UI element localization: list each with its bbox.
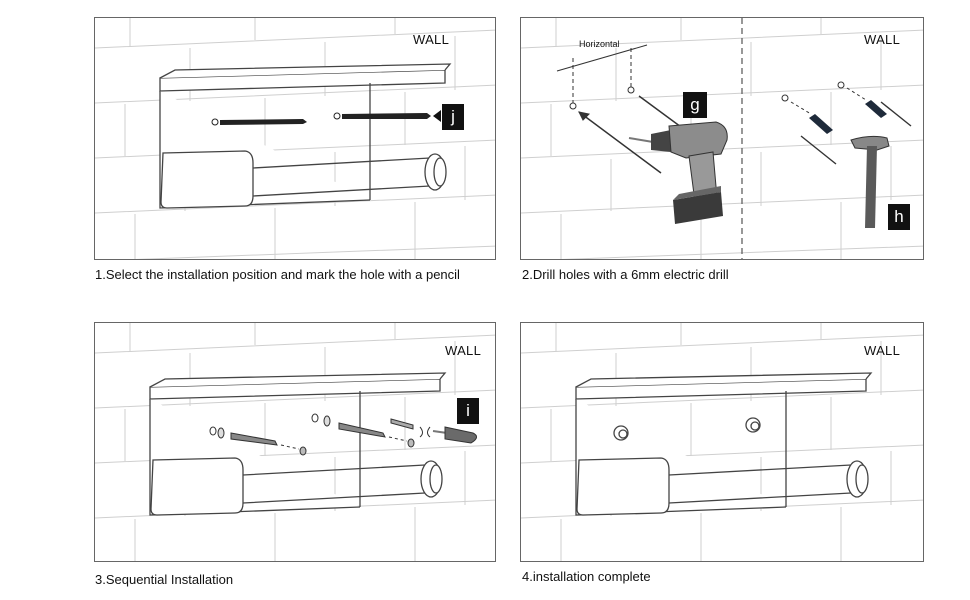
anchors-and-hammer <box>781 81 912 228</box>
step-4-illustration <box>521 323 923 561</box>
step-2-illustration <box>521 18 923 259</box>
step-4-caption: 4.installation complete <box>522 569 651 584</box>
label-h: h <box>888 204 910 230</box>
pencil-marks <box>211 110 441 126</box>
step-4-panel: WALL <box>520 322 924 562</box>
brick-wall <box>95 18 495 259</box>
cropped-text-top <box>150 0 350 2</box>
screws-and-anchors <box>209 413 415 456</box>
step-1-panel: WALL j <box>94 17 496 260</box>
step-2-panel: WALL Horizontal g h <box>520 17 924 260</box>
screwdriver <box>419 426 477 444</box>
step-3-illustration <box>95 323 495 561</box>
label-j: j <box>442 104 464 130</box>
label-g: g <box>683 92 707 118</box>
holder-installed <box>575 372 873 516</box>
brick-wall <box>521 323 923 561</box>
wall-label: WALL <box>864 343 901 358</box>
wall-label: WALL <box>445 343 482 358</box>
horizontal-label: Horizontal <box>579 39 620 49</box>
step-3-caption: 3.Sequential Installation <box>95 572 234 587</box>
step-2-caption: 2.Drill holes with a 6mm electric drill <box>522 267 729 282</box>
step-1-illustration <box>95 18 495 259</box>
wall-label: WALL <box>864 32 901 47</box>
wall-label: WALL <box>413 32 450 47</box>
drill <box>628 121 728 224</box>
label-i: i <box>457 398 479 424</box>
holder-outline <box>159 63 452 209</box>
step-1-caption: 1.Select the installation position and m… <box>95 267 460 282</box>
step-3-panel: WALL i <box>94 322 496 562</box>
horizontal-guide <box>556 44 697 174</box>
holder-outline <box>149 372 447 516</box>
